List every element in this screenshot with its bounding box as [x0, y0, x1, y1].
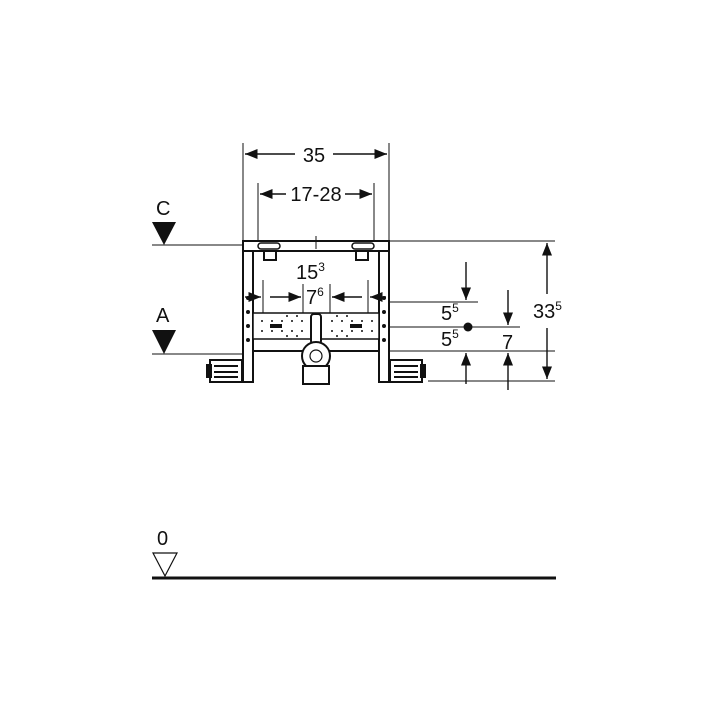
floor-level-marker: 0 — [152, 528, 556, 580]
left-leg — [242, 250, 254, 383]
installation-frame — [206, 236, 555, 385]
right-leg — [378, 250, 390, 383]
pipe-offset-value: 153 — [296, 260, 325, 284]
side-height-value: 7 — [502, 332, 513, 354]
level-a-triangle-icon — [152, 330, 176, 354]
left-supply-connector — [257, 242, 281, 250]
level-a-label: A — [156, 305, 170, 327]
lower-drop-value: 55 — [441, 327, 459, 351]
left-foot-bracket — [206, 359, 243, 383]
right-foot-bracket — [389, 359, 426, 383]
pipe-center-point — [463, 322, 473, 332]
level-c-marker: C — [152, 198, 243, 246]
bracket-range-dimension: 17-28 — [257, 183, 375, 245]
right-supply-connector — [351, 242, 375, 250]
valve-body — [310, 313, 322, 345]
overall-width-value: 35 — [303, 145, 325, 167]
level-a-marker: A — [152, 305, 243, 355]
total-height-value: 335 — [533, 299, 562, 323]
bracket-range-value: 17-28 — [290, 184, 341, 206]
inner-offset-value: 76 — [306, 285, 324, 309]
inner-offset-dimension: 76 — [270, 284, 362, 313]
right-side-dimensions: 55 55 7 335 — [389, 243, 562, 390]
overall-width-dimension: 35 — [242, 143, 390, 245]
floor-level-triangle-icon — [152, 552, 178, 578]
pipe-offset-dimension: 153 — [245, 260, 386, 313]
drain-pipe — [302, 365, 330, 385]
upper-drop-value: 55 — [441, 301, 459, 325]
floor-level-label: 0 — [157, 528, 168, 550]
level-c-label: C — [156, 198, 170, 220]
level-c-triangle-icon — [152, 222, 176, 245]
